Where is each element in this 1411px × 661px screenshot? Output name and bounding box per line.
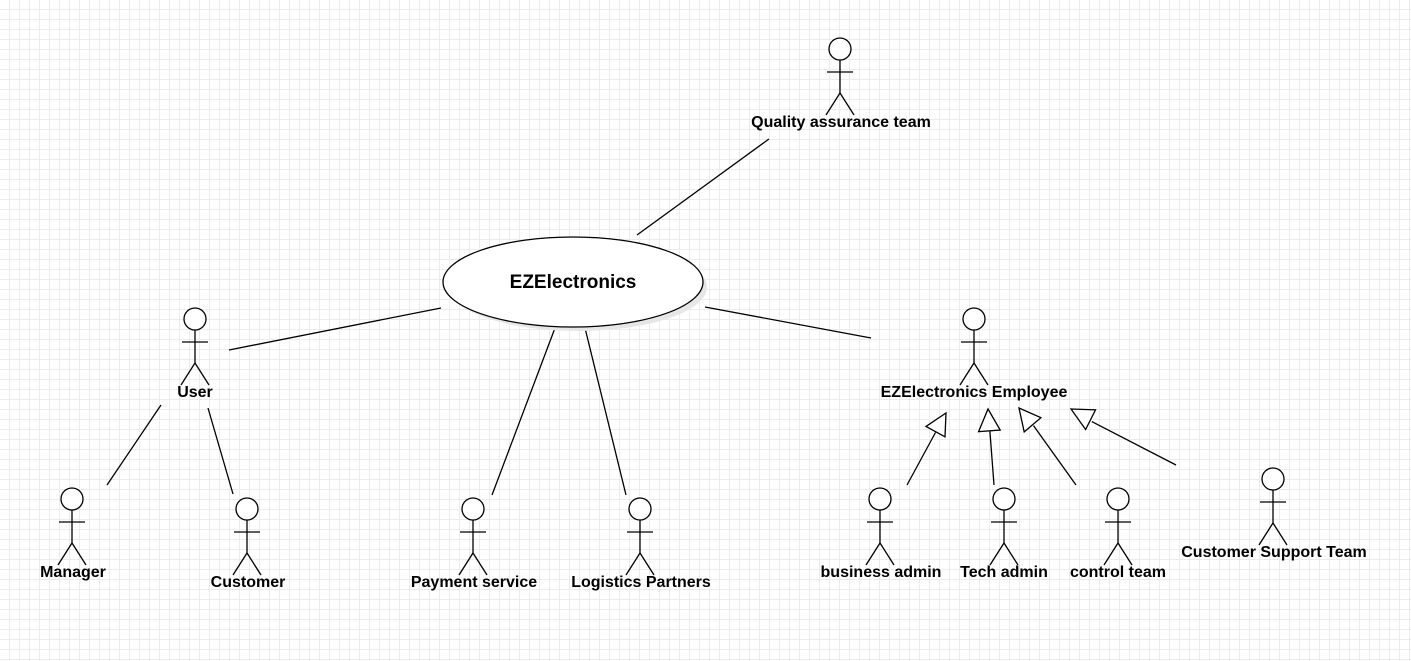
generalization-tech-admin	[977, 407, 1002, 486]
generalization-business-admin	[906, 411, 947, 486]
actor-icon	[1258, 467, 1288, 546]
assoc-user-customer	[207, 407, 234, 495]
actor-icon	[458, 497, 488, 576]
actor-icon	[625, 497, 655, 576]
assoc-qa-system	[636, 138, 770, 236]
actor-manager[interactable]: Manager	[40, 487, 106, 581]
assoc-user-system	[228, 307, 442, 351]
actor-ezelectronics-employee[interactable]: EZElectronics Employee	[881, 307, 1068, 401]
actor-icon	[865, 487, 895, 566]
actor-icon	[1103, 487, 1133, 566]
actor-logistics-partners[interactable]: Logistics Partners	[571, 497, 711, 591]
actor-label: User	[177, 384, 213, 401]
actor-icon	[232, 497, 262, 576]
actor-label: Logistics Partners	[571, 574, 711, 591]
actor-control-team[interactable]: control team	[1070, 487, 1166, 581]
actor-label: Payment service	[411, 574, 537, 591]
assoc-employee-system	[704, 306, 872, 339]
actor-label: business admin	[821, 564, 942, 581]
actor-label: Customer	[211, 574, 286, 591]
assoc-user-manager	[106, 404, 162, 486]
assoc-logistics-system	[584, 327, 627, 496]
actor-icon	[825, 37, 855, 116]
actor-quality-assurance-team[interactable]: Quality assurance team	[751, 37, 931, 131]
actor-label: Quality assurance team	[751, 114, 931, 131]
system-name: EZElectronics	[510, 272, 637, 293]
generalization-support-team	[1069, 408, 1177, 466]
actor-tech-admin[interactable]: Tech admin	[960, 487, 1048, 581]
actor-payment-service[interactable]: Payment service	[411, 497, 537, 591]
actor-label: EZElectronics Employee	[881, 384, 1068, 401]
actor-icon	[959, 307, 989, 386]
actor-label: Tech admin	[960, 564, 1048, 581]
generalization-control-team	[1018, 406, 1077, 486]
actor-customer[interactable]: Customer	[211, 497, 286, 591]
actor-icon	[180, 307, 210, 386]
actor-business-admin[interactable]: business admin	[821, 487, 942, 581]
actor-icon	[57, 487, 87, 566]
actor-label: Manager	[40, 564, 106, 581]
actor-customer-support-team[interactable]: Customer Support Team	[1181, 467, 1367, 561]
actor-label: Customer Support Team	[1181, 544, 1367, 561]
actor-label: control team	[1070, 564, 1166, 581]
actor-icon	[989, 487, 1019, 566]
system-ezelectronics[interactable]: EZElectronics	[442, 236, 707, 331]
assoc-payment-system	[491, 327, 556, 496]
actor-user[interactable]: User	[177, 307, 213, 401]
